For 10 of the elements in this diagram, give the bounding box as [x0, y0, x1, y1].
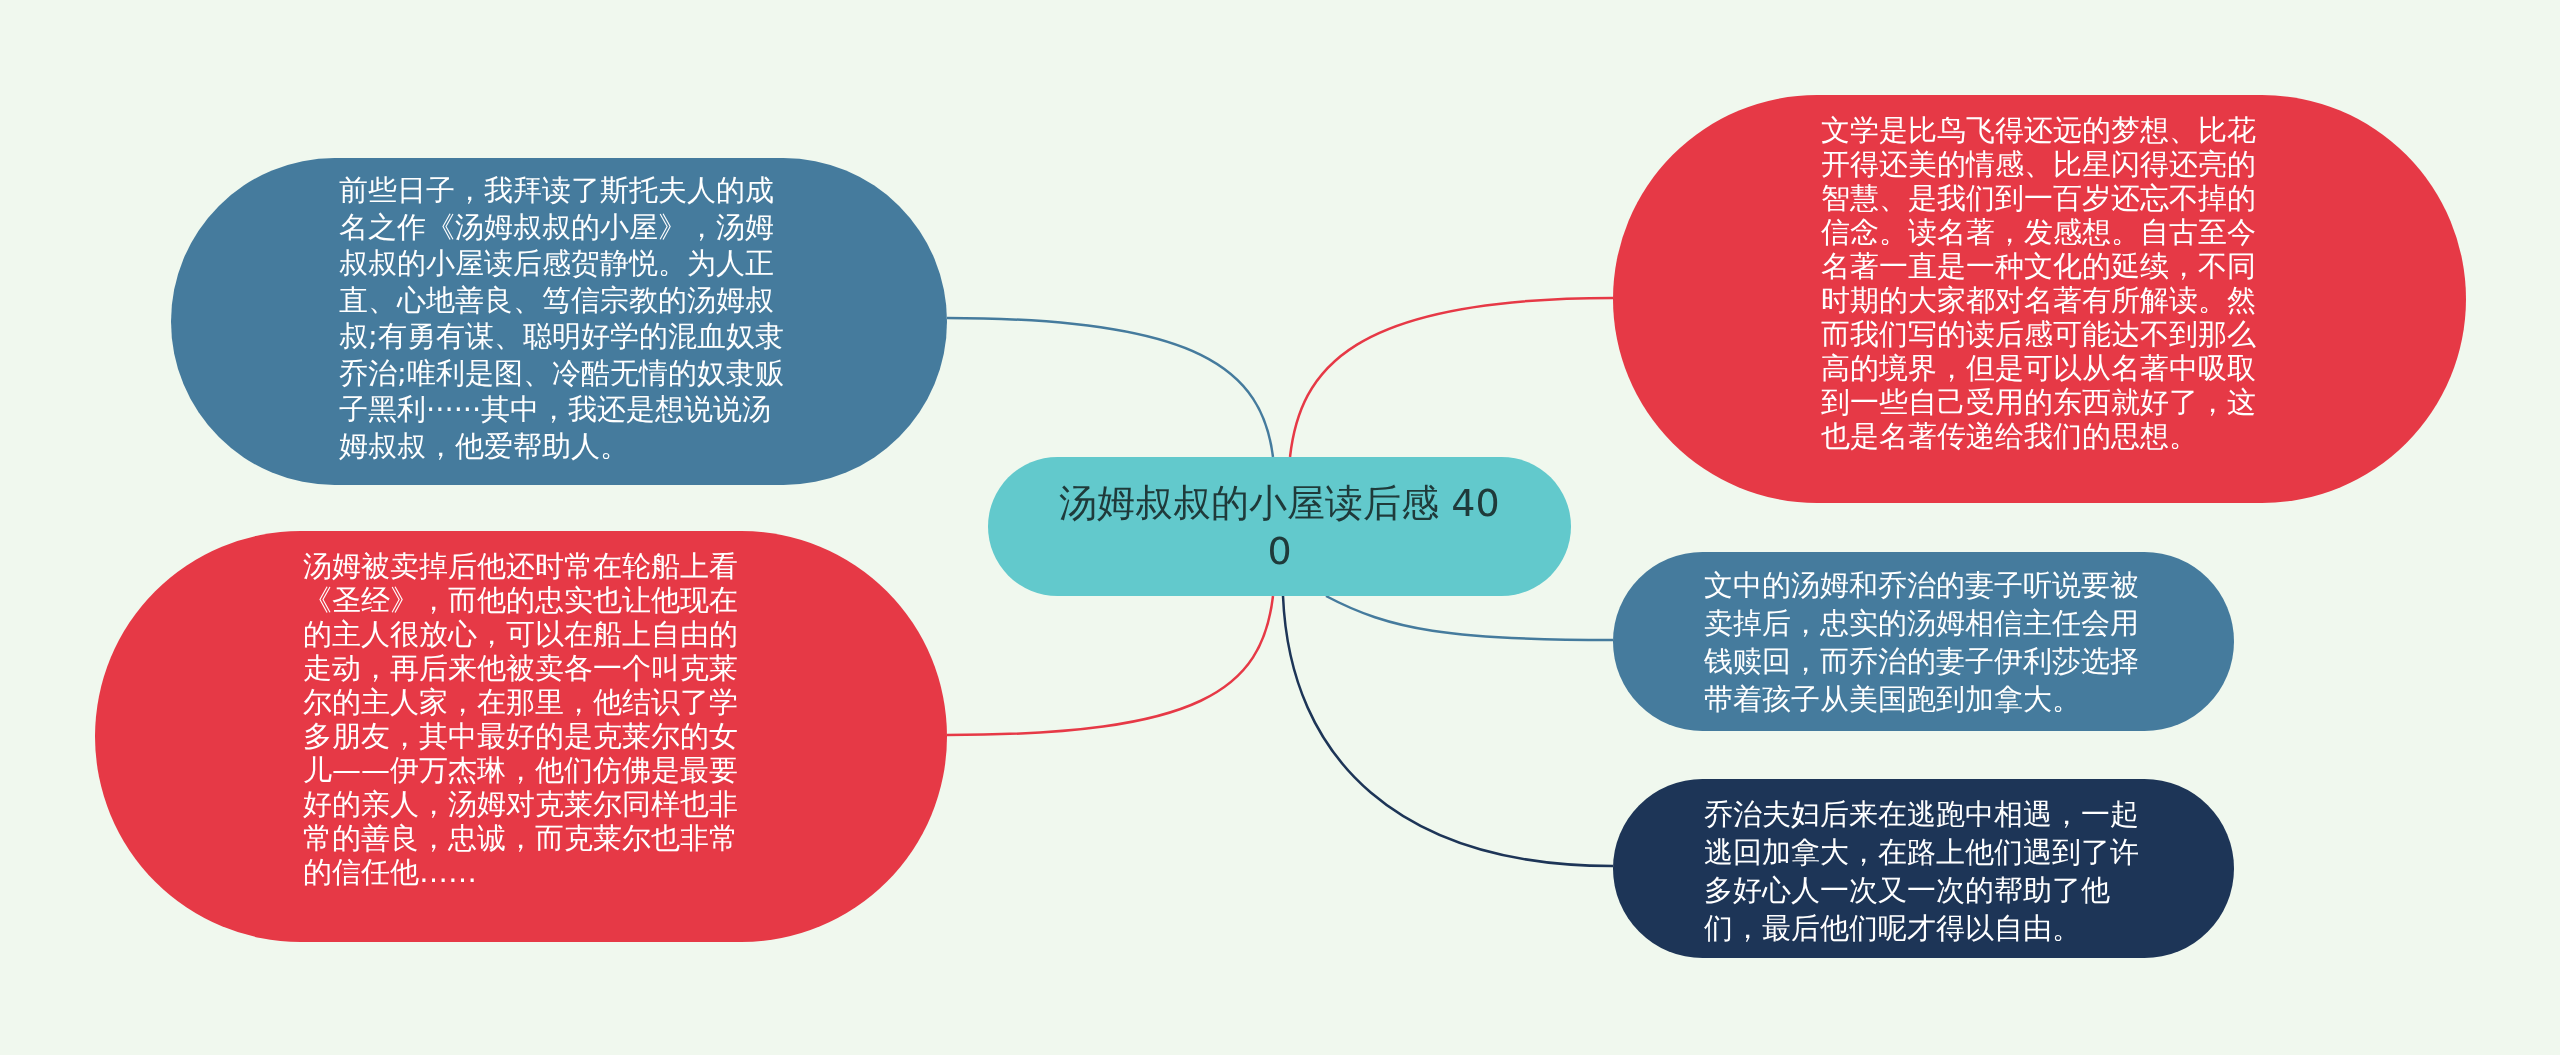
topic-text: 文学是比鸟飞得还远的梦想、比花开得还美的情感、比星闪得还亮的智慧、是我们到一百岁还忘不掉的信念。读名著，发感想。自古至今名著一直是一种文化的延续，不同时期的大家都对名著有所解读。然而我们写的读后感可能达不到那么高的境界，但是可以从名著中吸取到一些自己受用的东西就好了，这也是名著传递给我们的思想。	[1821, 113, 2257, 453]
topic-text: 乔治夫妇后来在逃跑中相遇，一起逃回加拿大，在路上他们遇到了许多好心人一次又一次的帮助了他们，最后他们呢才得以自由。	[1704, 796, 2140, 947]
topic-text: 汤姆被卖掉后他还时常在轮船上看《圣经》，而他的忠实也让他现在的主人很放心，可以在船上自由的走动，再后来他被卖各一个叫克莱尔的主人家，在那里，他结识了学多朋友，其中最好的是克莱尔的女儿——伊万杰琳，他们仿佛是最要好的亲人，汤姆对克莱尔同样也非常的善良，忠诚，而克莱尔也非常的信任他……	[303, 549, 739, 889]
connector-line	[1325, 594, 1613, 642]
topic-title: 汤姆叔叔的小屋读后感 400	[1058, 480, 1501, 575]
connector-line	[1288, 296, 1614, 458]
connector-line	[946, 316, 1275, 458]
connector-line	[946, 595, 1275, 737]
topic-text: 文中的汤姆和乔治的妻子听说要被卖掉后，忠实的汤姆相信主任会用钱赎回，而乔治的妻子伊利莎选择带着孩子从美国跑到加拿大。	[1704, 567, 2140, 718]
topic-text: 前些日子，我拜读了斯托夫人的成名之作《汤姆叔叔的小屋》，汤姆叔叔的小屋读后感贺静悦。为人正直、心地善良、笃信宗教的汤姆叔叔;有勇有谋、聪明好学的混血奴隶乔治;唯利是图、冷酷无情的奴隶贩子黑利······其中，我还是想说说汤姆叔叔，他爱帮助人。	[339, 172, 784, 464]
